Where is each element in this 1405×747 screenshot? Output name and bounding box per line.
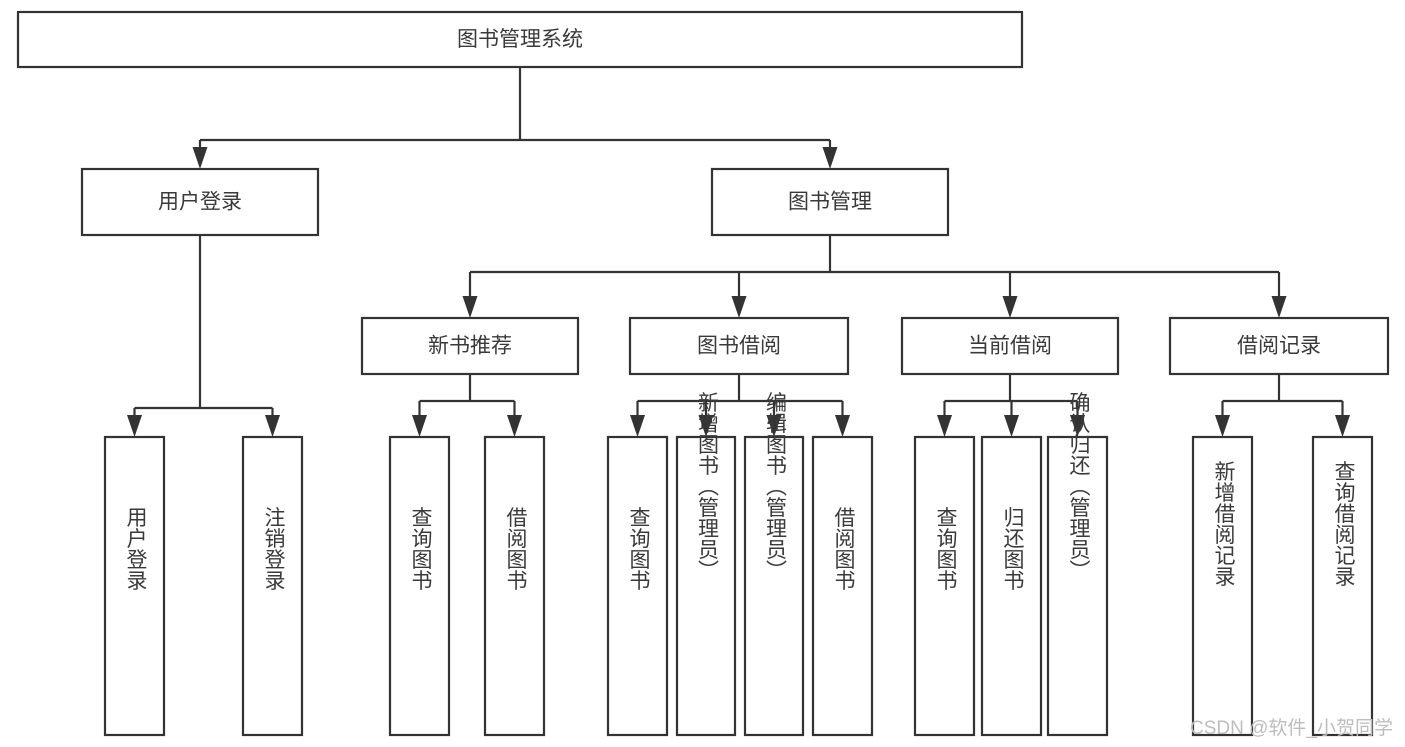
node-leaf-add-borrow-record[interactable]: 新增借阅记录 [1191,435,1254,737]
arrow-head-icon [1335,415,1350,437]
connector-group-root [192,67,838,169]
node-leaf-add-book[interactable]: 新增图书（管理员） [675,392,737,737]
arrow-head-icon [127,415,142,437]
node-leaf-confirm-return[interactable]: 确认归还（管理员） [1046,392,1109,737]
node-label: 确认归还（管理员） [1067,392,1091,581]
node-leaf-borrow-book-1[interactable]: 借阅图书 [483,435,546,737]
node-label: 借阅记录 [1237,335,1321,358]
node-box[interactable] [483,435,546,737]
node-current-borrow[interactable]: 当前借阅 [900,316,1120,376]
connector-group-borrow-record [1215,374,1350,437]
node-label: 当前借阅 [968,335,1052,358]
node-box[interactable] [675,435,737,737]
connector-group-book-borrow [630,374,850,437]
arrow-head-icon [698,415,714,437]
arrow-head-icon [1215,415,1230,437]
arrow-head-icon [731,296,747,318]
node-box[interactable] [628,316,850,376]
arrow-head-icon [835,415,850,437]
node-label: 查询借阅记录 [1332,461,1356,587]
node-box[interactable] [900,316,1120,376]
node-label: 借阅图书 [504,507,528,591]
node-box[interactable] [1046,435,1109,737]
node-box[interactable] [811,435,874,737]
node-leaf-user-login[interactable]: 用户登录 [103,435,166,737]
node-box[interactable] [913,435,976,737]
node-book-manage[interactable]: 图书管理 [710,167,950,237]
node-box[interactable] [980,435,1043,737]
node-box[interactable] [1311,435,1374,737]
arrow-head-icon [462,296,478,318]
node-box[interactable] [103,435,166,737]
node-label: 借阅图书 [832,507,856,591]
node-box[interactable] [1168,316,1390,376]
arrow-head-icon [1271,296,1287,318]
connector-group-book-manage [462,235,1287,318]
arrow-head-icon [766,415,782,437]
arrow-head-icon [192,147,208,169]
node-leaf-query-book-3[interactable]: 查询图书 [913,435,976,737]
node-leaf-query-book-2[interactable]: 查询图书 [606,435,669,737]
connector-group-current-borrow [937,374,1085,437]
node-leaf-query-book-1[interactable]: 查询图书 [388,435,451,737]
node-layer: 图书管理系统用户登录图书管理新书推荐图书借阅当前借阅借阅记录用户登录注销登录查询… [16,10,1390,737]
arrow-head-icon [1070,415,1085,437]
node-box[interactable] [241,435,304,737]
node-box[interactable] [360,316,580,376]
node-label: 用户登录 [124,507,148,591]
arrow-head-icon [412,415,427,437]
node-root[interactable]: 图书管理系统 [16,10,1024,69]
node-box[interactable] [1191,435,1254,737]
node-label: 查询图书 [627,507,651,591]
node-label: 新增借阅记录 [1212,461,1236,587]
arrow-head-icon [1002,296,1018,318]
node-label: 新书推荐 [428,335,512,358]
node-box[interactable] [743,435,805,737]
connector-layer [127,67,1350,437]
node-leaf-logout[interactable]: 注销登录 [241,435,304,737]
arrow-head-icon [265,415,280,437]
node-leaf-query-borrow-record[interactable]: 查询借阅记录 [1311,435,1374,737]
node-box[interactable] [710,167,950,237]
node-label: 查询图书 [409,507,433,591]
arrow-head-icon [1004,415,1019,437]
arrow-head-icon [937,415,952,437]
arrow-head-icon [630,415,645,437]
arrow-head-icon [822,147,838,169]
node-label: 编辑图书（管理员） [763,392,787,581]
node-label: 归还图书 [1001,507,1025,591]
node-borrow-record[interactable]: 借阅记录 [1168,316,1390,376]
node-box[interactable] [16,10,1024,69]
node-box[interactable] [80,167,320,237]
connector-group-new-book-recommend [412,374,522,437]
node-label: 注销登录 [262,507,286,591]
node-new-book-recommend[interactable]: 新书推荐 [360,316,580,376]
node-label: 图书管理系统 [457,28,583,51]
node-leaf-return-book[interactable]: 归还图书 [980,435,1043,737]
node-leaf-borrow-book-2[interactable]: 借阅图书 [811,435,874,737]
arrow-head-icon [507,415,522,437]
node-label: 用户登录 [158,191,242,214]
node-label: 查询图书 [934,507,958,591]
watermark-label: CSDN @软件_小贺同学 [1190,717,1393,739]
connector-group-user-login [127,235,280,437]
node-label: 新增图书（管理员） [695,392,719,581]
node-box[interactable] [606,435,669,737]
node-leaf-edit-book[interactable]: 编辑图书（管理员） [743,392,805,737]
node-user-login[interactable]: 用户登录 [80,167,320,237]
node-label: 图书管理 [788,191,872,214]
node-label: 图书借阅 [697,335,781,358]
node-box[interactable] [388,435,451,737]
node-book-borrow[interactable]: 图书借阅 [628,316,850,376]
